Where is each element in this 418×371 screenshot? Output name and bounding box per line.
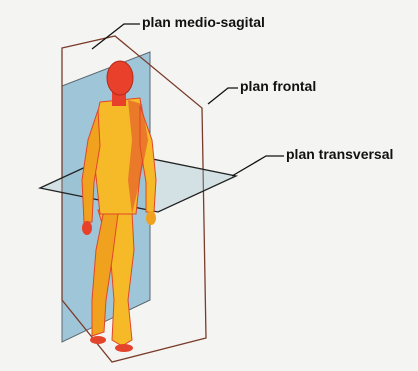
figure-head [107, 61, 133, 95]
label-medio-sagittal-plane: plan medio-sagital [142, 14, 265, 30]
label-transversal-plane: plan transversal [286, 146, 393, 162]
label-frontal-plane: plan frontal [240, 78, 316, 94]
leader-line-transversal [232, 156, 284, 176]
leader-line-frontal [208, 88, 238, 104]
